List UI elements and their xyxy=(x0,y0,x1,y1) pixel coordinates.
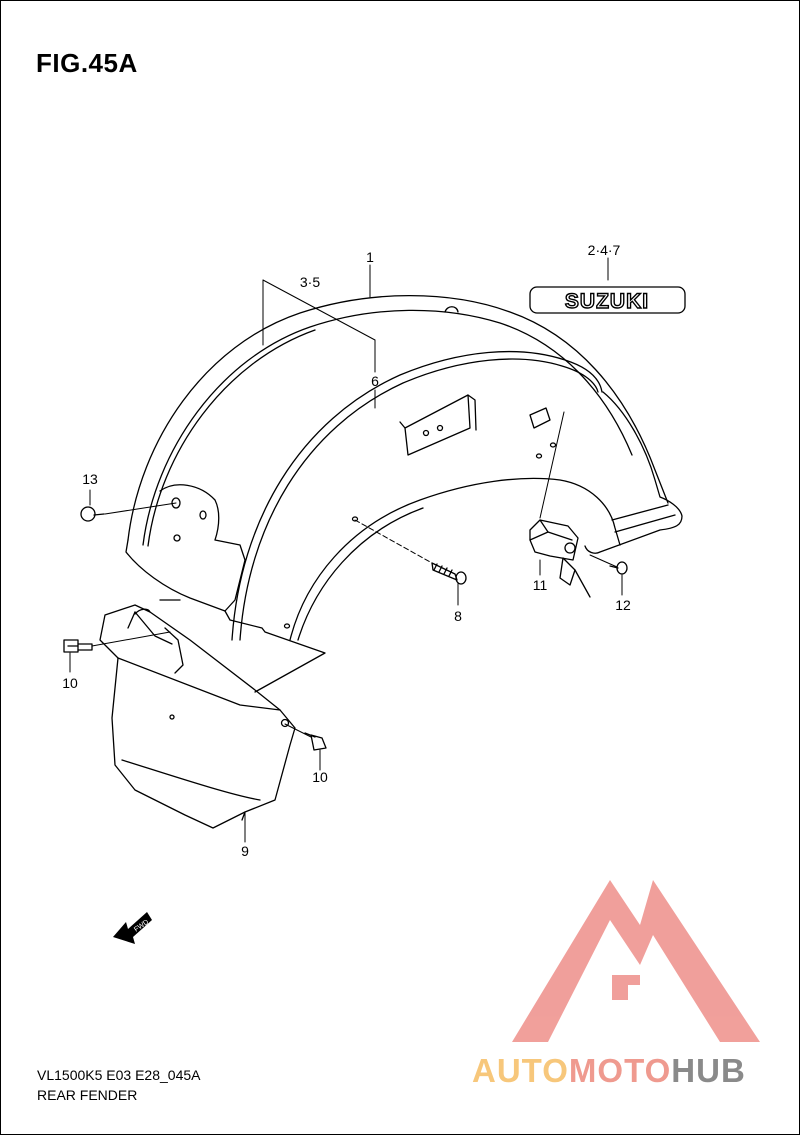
rear-fender xyxy=(125,295,683,693)
bolt-10-right xyxy=(304,732,327,751)
figure-title: FIG.45A xyxy=(36,48,138,78)
callout-10-left: 10 xyxy=(62,675,78,691)
callout-8: 8 xyxy=(454,608,462,624)
callout-2-4-7: 2·4·7 xyxy=(588,242,621,258)
watermark-auto: AUTO xyxy=(472,1052,569,1089)
screw-12 xyxy=(609,561,628,575)
callout-6: 6 xyxy=(371,373,379,389)
bolt-13 xyxy=(80,506,105,522)
section-name: REAR FENDER xyxy=(37,1087,138,1103)
callout-13: 13 xyxy=(82,471,98,487)
rear-fender-protector xyxy=(99,599,296,829)
callout-labels: 1 2·4·7 3·5 6 8 9 10 10 11 12 13 xyxy=(62,242,631,859)
suzuki-emblem-text: SUZUKI xyxy=(565,290,649,313)
watermark-hub: HUB xyxy=(671,1052,746,1089)
leader-lines xyxy=(69,257,623,843)
bolt-10-left xyxy=(63,639,93,653)
callout-12: 12 xyxy=(615,597,631,613)
callout-11: 11 xyxy=(533,577,548,593)
suzuki-emblem-plate xyxy=(529,286,686,314)
callout-10-right: 10 xyxy=(312,769,328,785)
screw-8 xyxy=(431,562,467,585)
model-code: VL1500K5 E03 E28_045A xyxy=(37,1067,201,1083)
watermark-moto: MOTO xyxy=(568,1052,672,1089)
watermark-text: AUTOMOTOHUB xyxy=(472,1052,746,1090)
callout-1: 1 xyxy=(366,249,374,265)
fwd-label: FWD xyxy=(133,919,150,934)
forward-direction-arrow: FWD xyxy=(113,912,152,944)
callout-3-5: 3·5 xyxy=(300,274,320,290)
watermark-logo xyxy=(512,880,760,1042)
callout-9: 9 xyxy=(241,843,249,859)
helmet-lock-11 xyxy=(529,519,591,598)
